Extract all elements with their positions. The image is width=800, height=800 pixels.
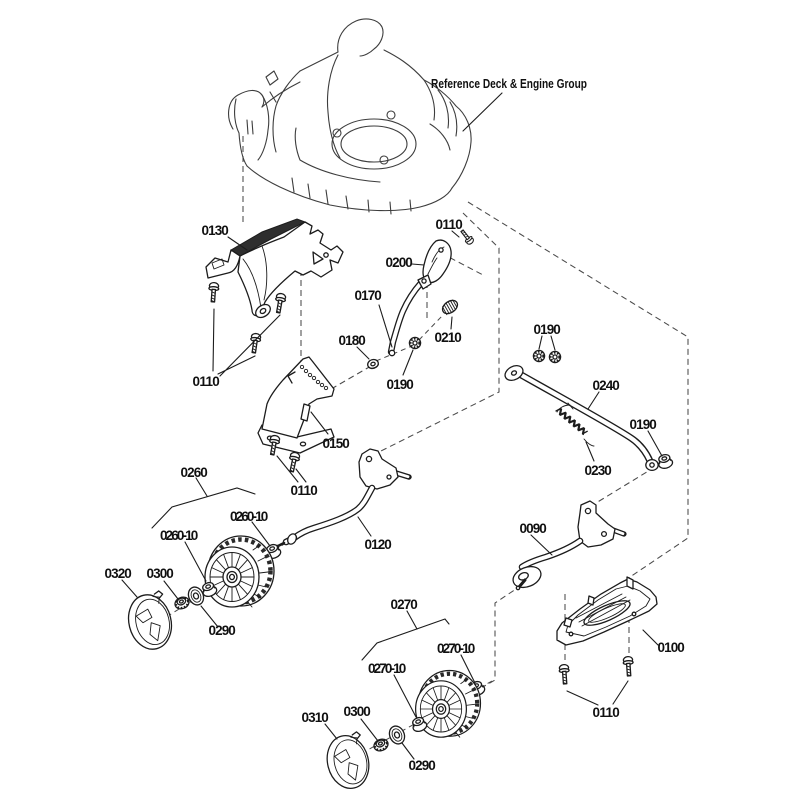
part-0120-axle-lever [274,448,412,550]
reference-deck-drawing [228,18,472,215]
spring-0230 [555,404,595,447]
part-label-0110: 0110 [291,483,318,498]
part-label-0270: 0270 [391,597,418,612]
hubcap-0310 [321,730,375,794]
nut-0180 [367,358,379,370]
washer-0190 [408,336,422,350]
part-label-0100: 0100 [658,640,685,655]
screw-0110 [272,292,288,315]
part-0170-link [387,274,432,357]
part-label-0210: 0210 [435,330,462,345]
part-label-0120: 0120 [365,537,392,552]
part-label-0260: 0260 [181,465,208,480]
assembly-guide-lines [149,136,689,763]
screw-0110 [622,655,635,677]
part-label-0110: 0110 [436,217,463,232]
nut-0300 [172,594,192,612]
part-label-0310: 0310 [302,710,329,725]
part-label-0270-10: 0270-10 [368,661,406,676]
part-label-0260-10: 0260-10 [160,528,198,543]
part-label-0290: 0290 [209,623,236,638]
part-0150-bracket [257,356,335,454]
part-label-0300: 0300 [147,566,174,581]
part-label-0190: 0190 [534,322,561,337]
spring-0210 [441,299,459,316]
part-label-0260-10: 0260-10 [230,509,268,524]
part-label-0300: 0300 [344,704,371,719]
part-0100-skid-plate [556,576,658,646]
part-0090-axle-lever [512,500,627,591]
part-label-0150: 0150 [323,436,350,451]
washer-0190 [532,349,546,363]
washer-0190 [548,350,562,364]
part-label-0240: 0240 [593,378,620,393]
washer-0290 [386,723,408,747]
part-label-0180: 0180 [339,333,366,348]
part-label-0230: 0230 [585,463,612,478]
reference-group-note: Reference Deck & Engine Group [431,77,587,91]
part-label-0190: 0190 [630,417,657,432]
part-label-0110: 0110 [593,705,620,720]
screw-0110 [207,281,220,303]
nut-0190 [655,452,675,471]
part-labels: Reference Deck & Engine Group 0130 0110 … [105,77,685,773]
part-label-0290: 0290 [409,758,436,773]
part-label-0320: 0320 [105,566,132,581]
part-label-0170: 0170 [355,288,382,303]
part-label-0200: 0200 [386,255,413,270]
part-label-0090: 0090 [520,521,547,536]
part-label-0130: 0130 [202,223,229,238]
hubcap-0320 [122,589,178,655]
part-0200-lever [422,239,452,284]
part-label-0190: 0190 [387,377,414,392]
part-label-0270-10: 0270-10 [437,641,475,656]
part-0240-torsion-rod [504,365,659,472]
wheel-0260 [205,536,274,607]
screw-0110 [286,451,302,474]
leader-lines [121,92,663,760]
part-0130-adjuster-housing [205,218,344,319]
screw-0110 [558,663,571,685]
part-label-0110: 0110 [193,374,220,389]
